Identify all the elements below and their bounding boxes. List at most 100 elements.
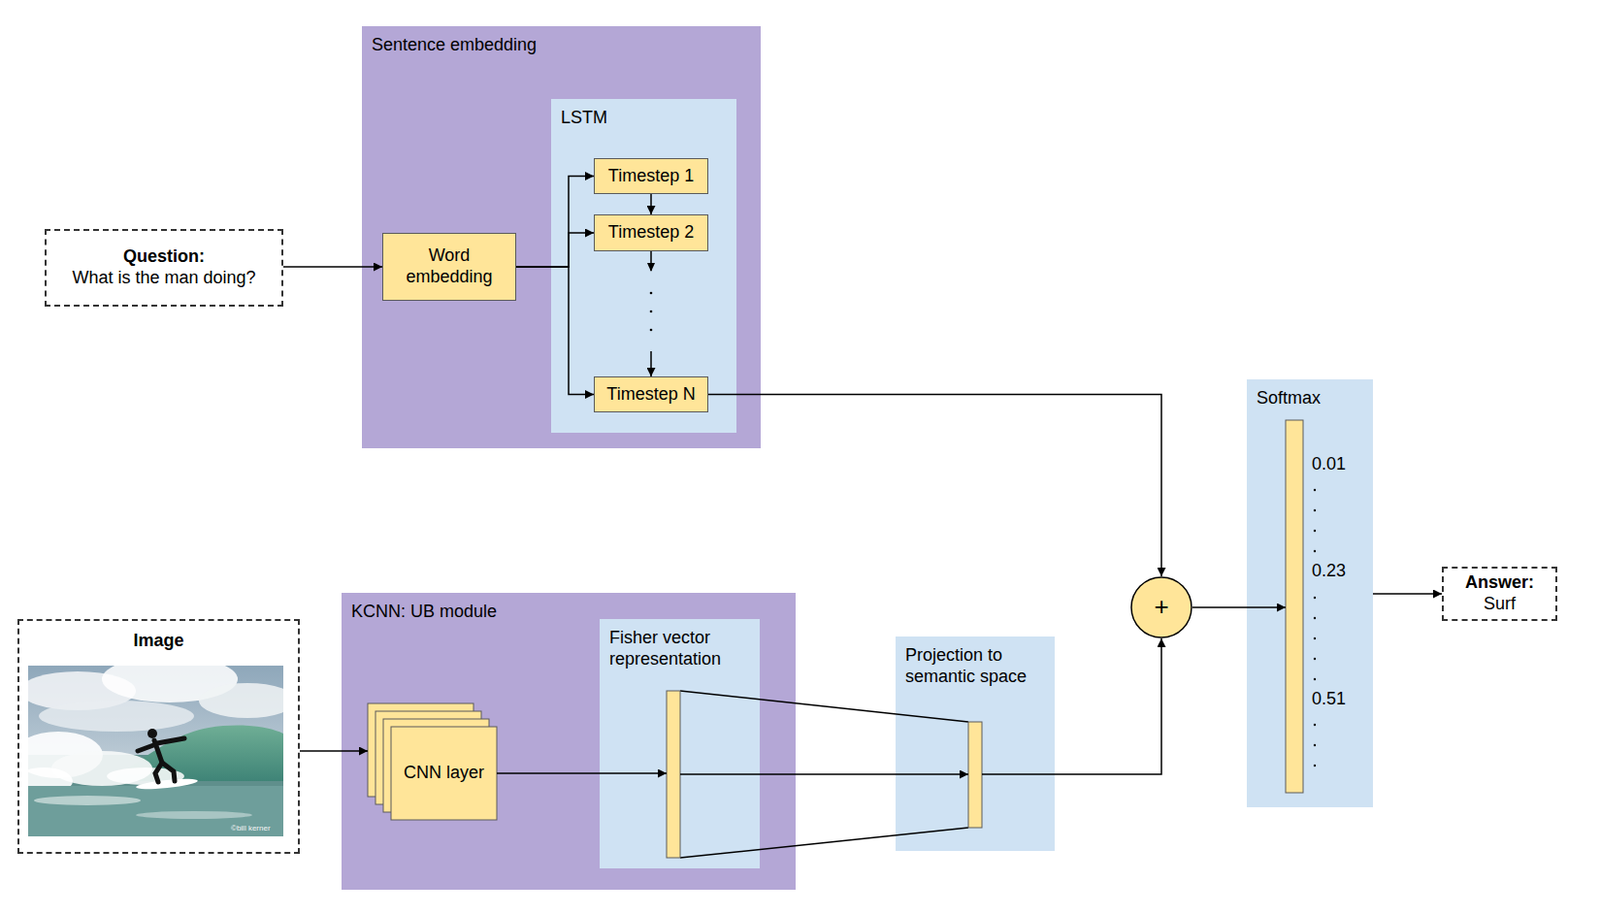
photo-foam bbox=[33, 795, 141, 806]
dot bbox=[1313, 637, 1316, 640]
sum-circle bbox=[1131, 577, 1192, 638]
node-label: Timestep 2 bbox=[608, 222, 694, 244]
connector bbox=[680, 773, 969, 776]
dot bbox=[1313, 596, 1316, 599]
connector bbox=[516, 266, 594, 395]
connector bbox=[708, 394, 1162, 578]
node-label: 0.51 bbox=[1311, 688, 1346, 711]
surfer-leg bbox=[162, 762, 175, 782]
node-label: Fisher vector representation bbox=[609, 627, 751, 670]
semantic-vector-bar bbox=[968, 721, 982, 828]
connector bbox=[516, 232, 594, 267]
photo-cloud bbox=[38, 700, 195, 732]
node-label: Timestep N bbox=[606, 384, 695, 406]
dot bbox=[1313, 657, 1316, 660]
text-wrapper: Timestep 2 bbox=[594, 215, 708, 251]
connector bbox=[981, 638, 1162, 775]
dot bbox=[1313, 617, 1316, 620]
node-label: Timestep 1 bbox=[608, 165, 694, 188]
surf-photo bbox=[28, 665, 284, 837]
text-wrapper: Question:What is the man doing? bbox=[46, 230, 282, 305]
text-wrapper: Word embedding bbox=[383, 233, 516, 300]
node-label: 0.01 bbox=[1311, 454, 1346, 476]
projection-edge-line bbox=[680, 690, 969, 722]
connector-group bbox=[283, 176, 1442, 776]
node-label: 0.23 bbox=[1311, 560, 1346, 583]
timestep-box: Timestep 2 bbox=[593, 214, 709, 252]
softmax-bar bbox=[1285, 420, 1304, 793]
photo-foam bbox=[135, 811, 253, 819]
node-label: Surf bbox=[1483, 593, 1516, 616]
connector bbox=[650, 251, 653, 377]
text-wrapper: + bbox=[1130, 576, 1193, 639]
process-box: Word embedding bbox=[382, 232, 517, 301]
text-wrapper: Fisher vector representation bbox=[609, 627, 751, 670]
photo-water bbox=[28, 785, 284, 837]
lstm-panel: LSTM Timestep 1 Timestep 2 Timestep N bbox=[551, 98, 737, 433]
node-label: Question: bbox=[123, 246, 205, 268]
text-wrapper: LSTM bbox=[560, 107, 727, 130]
photo-surfer bbox=[137, 738, 185, 783]
connector bbox=[1192, 606, 1286, 609]
node-label: CNN layer bbox=[403, 762, 485, 784]
cnn-stack bbox=[367, 703, 497, 820]
dot bbox=[1313, 764, 1316, 767]
dot bbox=[1313, 678, 1316, 681]
connector bbox=[650, 194, 653, 215]
fisher-vector-bar bbox=[666, 690, 681, 858]
photo-surfboard bbox=[135, 777, 198, 792]
module-panel: Sentence embeddingWord embedding LSTM Time… bbox=[361, 26, 761, 449]
text-wrapper: Projection to semantic space bbox=[905, 645, 1045, 687]
text-wrapper: 0.51 bbox=[1311, 688, 1346, 711]
timestep-box: Timestep 1 bbox=[593, 158, 709, 195]
input-box: Question:What is the man doing? bbox=[44, 228, 284, 307]
text-wrapper: Sentence embedding bbox=[371, 34, 752, 57]
dot bbox=[1313, 489, 1316, 491]
text-wrapper: 0.01 bbox=[1311, 454, 1346, 476]
node-label: + bbox=[1153, 591, 1169, 622]
node-label: KCNN: UB module bbox=[351, 601, 786, 623]
node-label: Image bbox=[19, 630, 298, 653]
connector bbox=[516, 176, 594, 268]
text-wrapper: Softmax bbox=[1256, 388, 1364, 410]
dot bbox=[650, 310, 654, 314]
dot bbox=[1313, 550, 1316, 553]
surfer-arm bbox=[137, 744, 157, 752]
node-label: Answer: bbox=[1465, 572, 1535, 594]
dot bbox=[1313, 509, 1316, 512]
text-wrapper: Timestep N bbox=[594, 377, 708, 412]
timestep-box: Timestep N bbox=[593, 376, 709, 413]
node-label: Softmax bbox=[1256, 388, 1364, 410]
node-label: Projection to semantic space bbox=[905, 645, 1045, 687]
surfer-head bbox=[147, 728, 158, 739]
text-wrapper: ©bill kerner bbox=[230, 823, 271, 834]
projection-edge-line bbox=[680, 827, 969, 858]
connector bbox=[299, 750, 368, 752]
text-wrapper: Image bbox=[19, 630, 298, 653]
text-wrapper: Timestep 1 bbox=[594, 159, 708, 194]
cnn-layer-front bbox=[391, 726, 497, 820]
connector bbox=[283, 265, 383, 268]
output-box: Answer:Surf bbox=[1441, 566, 1558, 621]
dot bbox=[1313, 529, 1316, 532]
watermark: ©bill kerner bbox=[230, 823, 271, 834]
text-wrapper: KCNN: UB module bbox=[351, 601, 786, 623]
photo-cloud bbox=[198, 683, 284, 719]
connector bbox=[1372, 592, 1442, 595]
ellipsis-dots bbox=[650, 292, 1317, 768]
dot bbox=[1313, 744, 1316, 747]
node-label: Sentence embedding bbox=[371, 34, 752, 57]
dot bbox=[650, 292, 654, 295]
softmax-panel: Softmax 0.01 0.23 0.51 bbox=[1246, 379, 1373, 808]
sum-node: + bbox=[1130, 576, 1193, 639]
dot bbox=[650, 328, 654, 332]
dot bbox=[1313, 723, 1316, 726]
text-wrapper: Answer:Surf bbox=[1443, 568, 1556, 620]
surfer-leg bbox=[155, 762, 163, 783]
node-label: LSTM bbox=[560, 107, 727, 130]
node-label: Word embedding bbox=[395, 245, 503, 288]
connector bbox=[496, 772, 667, 775]
